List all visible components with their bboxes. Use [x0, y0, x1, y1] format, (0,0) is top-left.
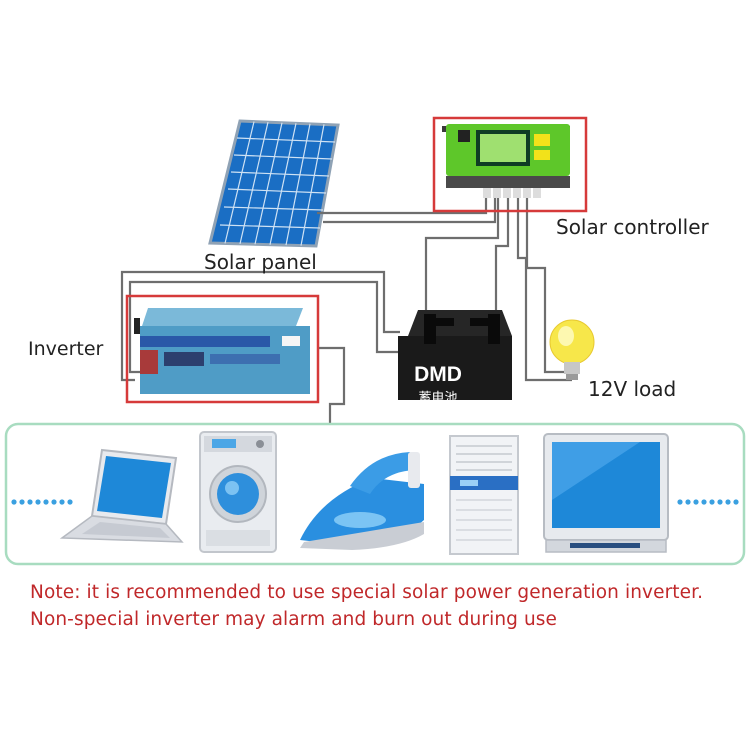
laptop-icon [59, 448, 184, 543]
note-line-2: Non-special inverter may alarm and burn … [30, 609, 558, 630]
inverter-icon [134, 308, 310, 394]
solar-controller-label: Solar controller [556, 215, 709, 239]
light-bulb-icon [549, 319, 595, 380]
solar-panel-label: Solar panel [204, 250, 317, 274]
inverter-highlight-box [125, 294, 320, 404]
dots-left [11, 499, 73, 505]
iron-icon [300, 452, 424, 550]
wiring [120, 198, 572, 424]
washing-machine-icon [199, 431, 277, 553]
air-conditioner-icon [449, 435, 519, 555]
battery-brand: DMD [414, 363, 462, 386]
solar-panel-icon [208, 119, 340, 248]
controller-highlight-box [432, 116, 588, 213]
inverter-label: Inverter [28, 338, 104, 360]
tv-icon [543, 433, 669, 553]
load-label: 12V load [588, 377, 677, 401]
battery-subtitle: 蓄电池 [418, 391, 457, 406]
battery-icon [398, 310, 512, 400]
controller-icon [442, 124, 570, 198]
note-line-1: Note: it is recommended to use special s… [30, 582, 704, 603]
dots-right [677, 499, 739, 505]
